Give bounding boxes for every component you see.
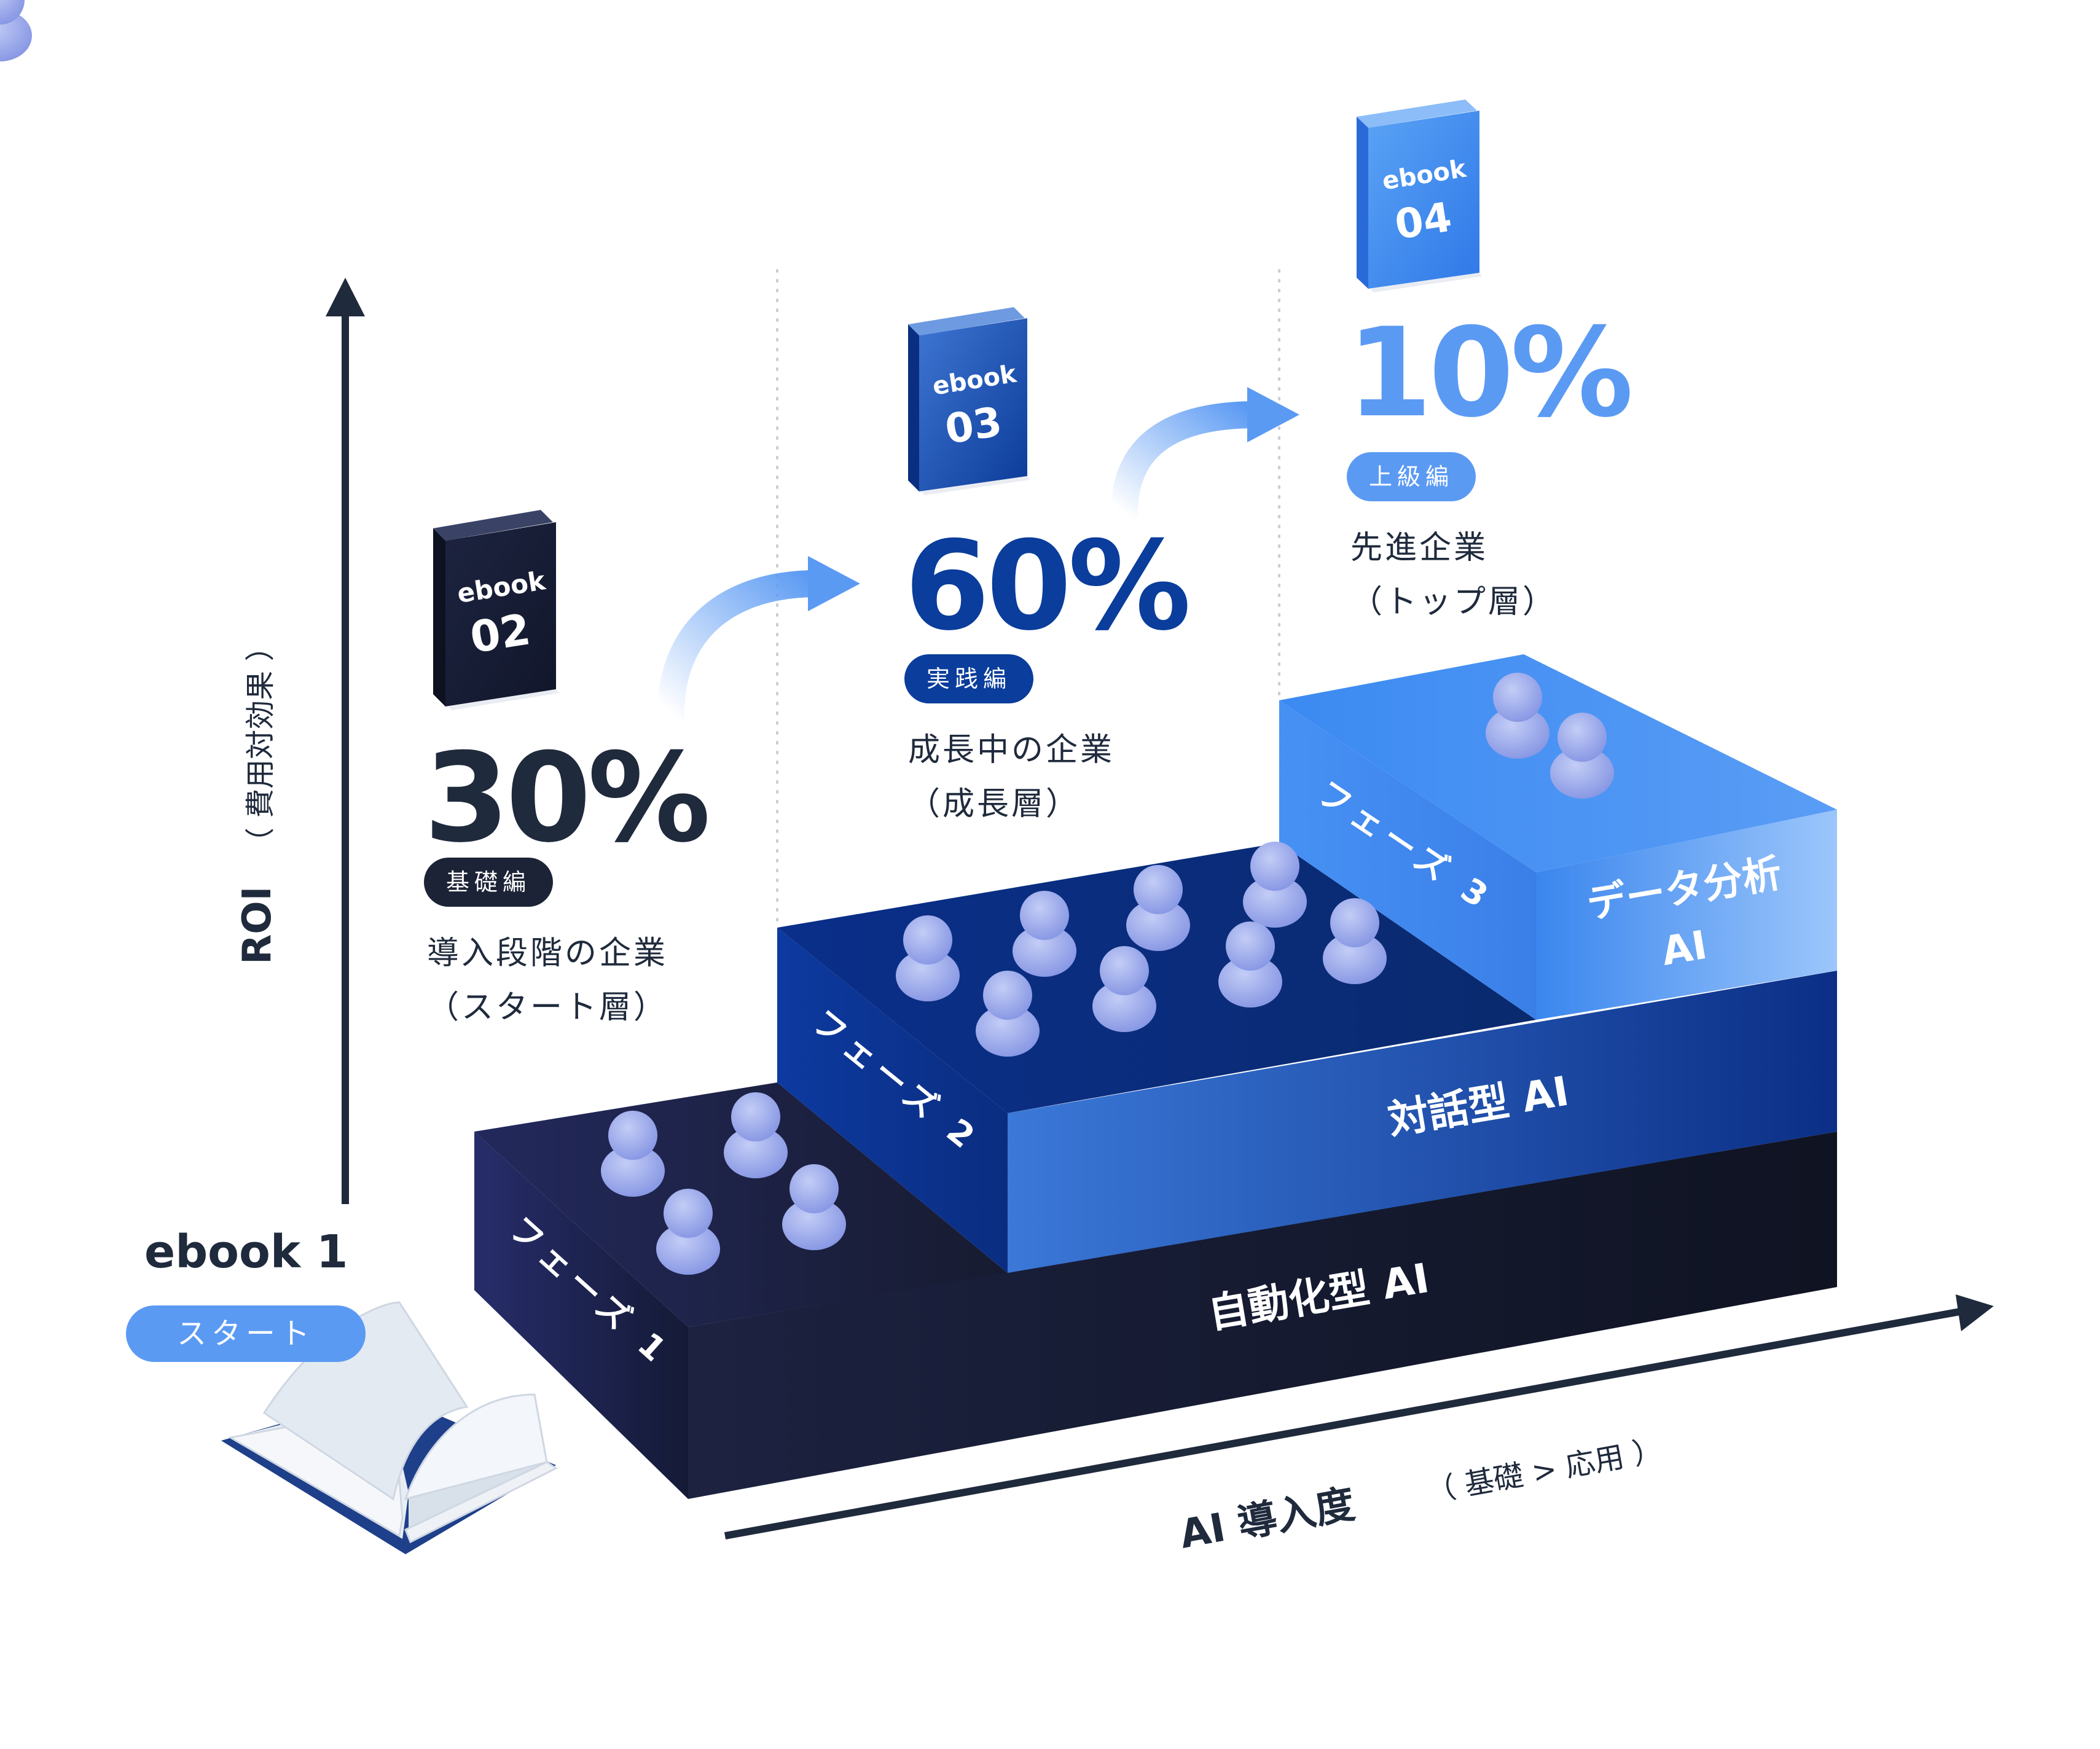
y-axis-label: ROI [235,886,280,965]
ebook-02-number: 02 [467,604,534,663]
description-level-3-line2: （トップ層） [1350,584,1557,620]
percent-level-2: 60% [904,515,1191,658]
badge-level-2: 実践編 [904,654,1033,703]
ebook-02-icon [433,510,559,710]
ebook-03-icon [908,307,1030,495]
x-axis [724,1294,1994,1540]
description-level-1-line2: （スタート層） [427,989,668,1026]
open-book-icon [221,1301,558,1554]
y-axis-sublabel: （ 費用対効果 ） [243,632,278,857]
x-axis-sublabel: （ 基礎 > 応用 ） [1424,1433,1665,1509]
start-title: ebook 1 [144,1226,348,1278]
phase-1-side [474,1132,688,1499]
badge-level-3: 上級編 [1347,452,1476,501]
description-level-2: 成長中の企業 （成長層） [908,723,1115,831]
y-axis [326,278,365,1204]
description-level-3-line1: 先進企業 [1350,530,1489,566]
x-axis-label: AI 導入度 [1177,1482,1358,1558]
person-icon [0,0,32,61]
badge-level-1: 基礎編 [424,858,553,907]
description-level-1: 導入段階の企業 （スタート層） [427,926,668,1035]
phase-3-front-label-line2: AI [1658,923,1710,975]
phase-1-block [474,1082,1837,1499]
phase-1-top [474,1082,1008,1327]
ebook-04-number: 04 [1392,194,1455,249]
ebook-03-number: 03 [942,398,1005,453]
ebook-04-icon [1357,100,1482,292]
phase-3-side [1279,700,1536,1020]
phase-2-side [777,928,1008,1273]
percent-level-1: 30% [424,727,711,870]
phase-2-front [1008,971,1837,1273]
phase-3-front [1536,810,1837,1020]
description-level-2-line2: （成長層） [908,786,1081,823]
percent-level-3: 10% [1347,302,1634,445]
progress-arrow-2 [1111,387,1299,526]
phase-1-front [688,1132,1837,1499]
description-level-1-line1: 導入段階の企業 [427,935,668,972]
progress-arrow-1 [657,556,860,727]
start-badge: スタート [126,1305,366,1362]
dotted-separators [776,269,1280,929]
description-level-2-line1: 成長中の企業 [908,732,1115,769]
description-level-3: 先進企業 （トップ層） [1350,521,1557,629]
people-figures [0,0,1614,1275]
